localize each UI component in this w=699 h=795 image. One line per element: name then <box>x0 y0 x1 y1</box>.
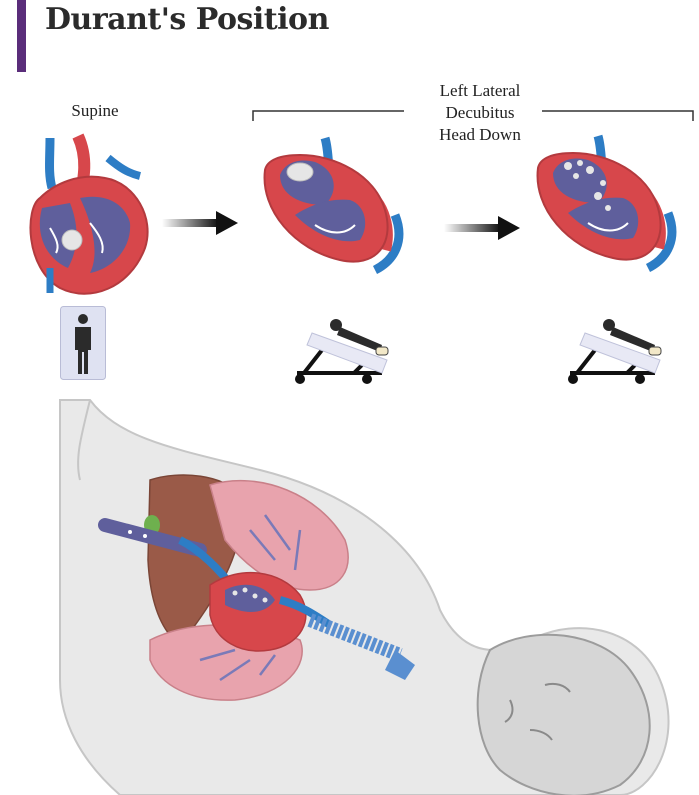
title-accent-bar <box>17 0 26 72</box>
anatomy-illustration <box>60 400 699 795</box>
person-standing-icon <box>60 306 106 380</box>
label-line-1: Left Lateral <box>400 80 560 102</box>
heart-tilted-bubbles <box>528 128 693 278</box>
label-supine: Supine <box>40 100 150 122</box>
heart-tilted <box>255 130 420 280</box>
tilted-bed-icon <box>565 315 675 387</box>
tilted-bed-icon <box>292 315 402 387</box>
page-title: Durant's Position <box>45 2 329 37</box>
heart-supine <box>20 128 160 298</box>
position-bracket <box>252 110 695 122</box>
arrow-right-icon <box>444 215 520 241</box>
arrow-right-icon <box>162 210 238 236</box>
